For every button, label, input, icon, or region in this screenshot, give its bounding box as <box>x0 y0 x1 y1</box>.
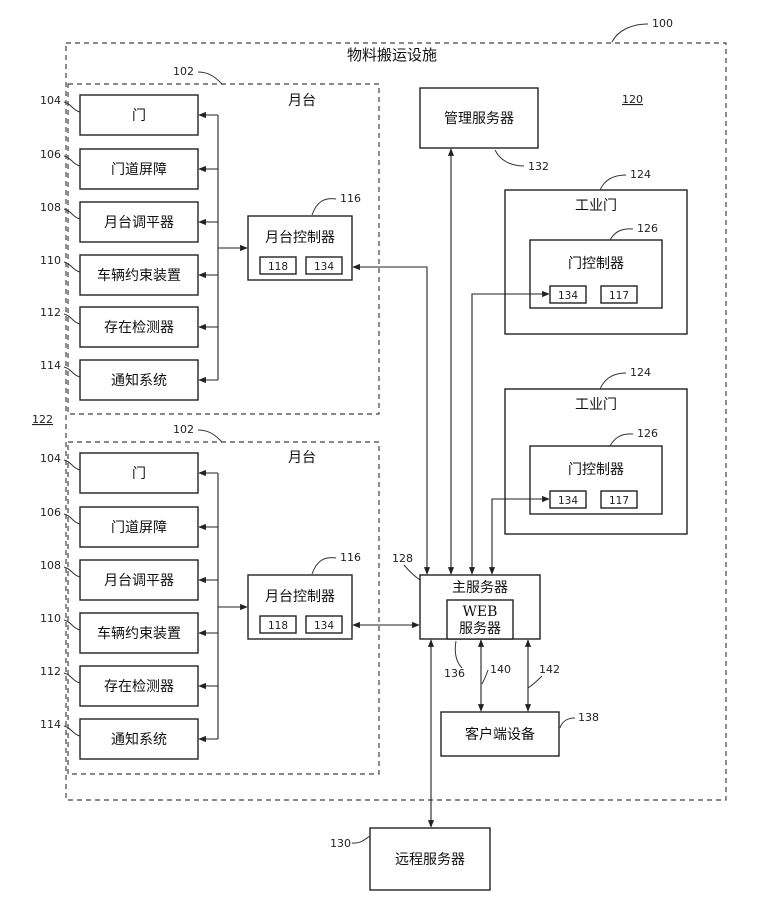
facility-ref: 100 <box>652 17 673 30</box>
controller-sub2: 134 <box>314 620 334 632</box>
dock-2: 月台 102 门 104 门道屏障 106 月台调平器 108 车辆约束装置 1… <box>40 423 379 774</box>
device-ref: 114 <box>40 718 61 731</box>
controller-sub1: 118 <box>268 620 288 632</box>
device-label: 门 <box>132 108 146 124</box>
device-label: 通知系统 <box>111 372 167 389</box>
management-server-ref: 132 <box>528 160 549 173</box>
facility-inner-ref: 120 <box>622 93 643 106</box>
controller-sub2: 134 <box>314 261 334 273</box>
device-label: 车辆约束装置 <box>97 625 181 642</box>
device-label: 门道屏障 <box>111 162 167 178</box>
remote-server-ref: 130 <box>330 837 351 850</box>
dock-2-device-presence-detector: 存在检测器 112 <box>40 665 198 706</box>
client-link-ref-b: 142 <box>539 663 560 676</box>
dock-2-device-leveler: 月台调平器 108 <box>40 559 198 600</box>
door-controller-sub1: 134 <box>558 495 578 507</box>
controller-label: 月台控制器 <box>265 230 335 246</box>
device-ref: 112 <box>40 306 61 319</box>
device-label: 门 <box>132 466 146 482</box>
industrial-door-1-title: 工业门 <box>575 198 617 214</box>
device-ref: 104 <box>40 94 61 107</box>
web-server-line2: 服务器 <box>459 621 501 637</box>
facility-title: 物料搬运设施 <box>347 46 437 64</box>
web-server-line1: WEB <box>463 604 498 620</box>
dock-1-device-barrier: 门道屏障 106 <box>40 148 198 189</box>
device-label: 月台调平器 <box>104 215 174 231</box>
door-controller-sub2: 117 <box>609 290 629 302</box>
device-label: 门道屏障 <box>111 520 167 536</box>
door-controller-ref: 126 <box>637 222 658 235</box>
controller-sub1: 118 <box>268 261 288 273</box>
main-server-ref: 128 <box>392 552 413 565</box>
industrial-door-1: 工业门 124 门控制器 134 117 126 <box>505 168 687 334</box>
device-ref: 108 <box>40 559 61 572</box>
device-ref: 108 <box>40 201 61 214</box>
dock-1: 月台 102 门 104 门道屏障 106 月台调平器 108 车辆约束装置 1… <box>40 65 379 414</box>
controller-ref: 116 <box>340 551 361 564</box>
device-ref: 106 <box>40 148 61 161</box>
dock-1-device-leveler: 月台调平器 108 <box>40 201 198 242</box>
door-controller-label: 门控制器 <box>568 256 624 272</box>
dock-2-controller: 月台控制器 118 134 116 <box>248 551 361 639</box>
device-label: 存在检测器 <box>104 679 174 695</box>
dock-1-title: 月台 <box>288 93 316 109</box>
dock-2-device-barrier: 门道屏障 106 <box>40 506 198 547</box>
web-server-ref: 136 <box>444 667 465 680</box>
device-label: 月台调平器 <box>104 573 174 589</box>
dock-1-device-notification: 通知系统 114 <box>40 359 198 400</box>
industrial-door-1-ref: 124 <box>630 168 651 181</box>
door-controller-ref: 126 <box>637 427 658 440</box>
device-ref: 114 <box>40 359 61 372</box>
dock-2-title: 月台 <box>288 450 316 466</box>
industrial-door-2-ref: 124 <box>630 366 651 379</box>
main-server: 主服务器 128 WEB 服务器 136 <box>392 552 540 680</box>
management-server-label: 管理服务器 <box>444 111 514 127</box>
device-label: 车辆约束装置 <box>97 267 181 284</box>
industrial-door-2: 工业门 124 门控制器 134 117 126 <box>505 366 687 534</box>
dock-2-device-restraint: 车辆约束装置 110 <box>40 612 198 653</box>
remote-server: 远程服务器 130 <box>330 828 490 890</box>
door-controller-label: 门控制器 <box>568 462 624 478</box>
controller-label: 月台控制器 <box>265 589 335 605</box>
door-controller-sub2: 117 <box>609 495 629 507</box>
door-controller-sub1: 134 <box>558 290 578 302</box>
device-ref: 112 <box>40 665 61 678</box>
device-label: 存在检测器 <box>104 320 174 336</box>
dock-1-controller: 月台控制器 118 134 116 <box>248 192 361 280</box>
dock-1-device-presence-detector: 存在检测器 112 <box>40 306 198 347</box>
management-server: 管理服务器 132 <box>420 88 549 173</box>
dock-1-device-door: 门 104 <box>40 94 198 135</box>
dock-1-device-restraint: 车辆约束装置 110 <box>40 254 198 295</box>
dock-1-bus <box>199 115 247 380</box>
dock-group-ref: 122 <box>32 413 53 426</box>
dock-1-ref: 102 <box>173 65 194 78</box>
dock-2-device-notification: 通知系统 114 <box>40 718 198 759</box>
dock-2-ref: 102 <box>173 423 194 436</box>
controller-ref: 116 <box>340 192 361 205</box>
client-device-ref: 138 <box>578 711 599 724</box>
device-label: 通知系统 <box>111 731 167 748</box>
remote-server-label: 远程服务器 <box>395 852 465 868</box>
industrial-door-2-title: 工业门 <box>575 397 617 413</box>
main-server-label: 主服务器 <box>452 580 508 596</box>
device-ref: 110 <box>40 612 61 625</box>
device-ref: 106 <box>40 506 61 519</box>
device-ref: 110 <box>40 254 61 267</box>
dock-2-bus <box>199 473 247 739</box>
dock-2-device-door: 门 104 <box>40 452 198 493</box>
device-ref: 104 <box>40 452 61 465</box>
client-link-ref-a: 140 <box>490 663 511 676</box>
client-device-label: 客户端设备 <box>465 726 535 743</box>
